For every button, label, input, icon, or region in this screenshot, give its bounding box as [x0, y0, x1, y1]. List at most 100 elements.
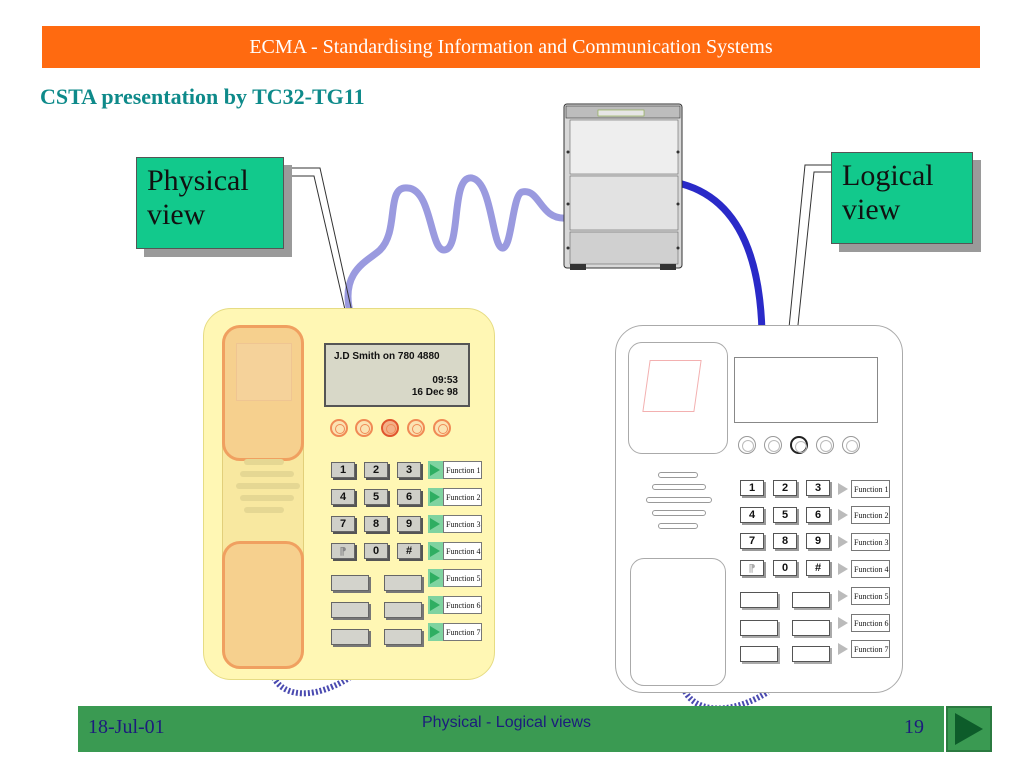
function-key-6[interactable]: Function 6	[836, 614, 890, 632]
function-key-label: Function 4	[443, 542, 482, 560]
blank-key[interactable]	[331, 629, 369, 645]
key-star[interactable]: ⁋	[331, 543, 355, 559]
lcd-display: J.D Smith on 780 4880 09:53 16 Dec 98	[324, 343, 470, 407]
soft-button[interactable]	[816, 436, 834, 454]
triangle-icon	[838, 509, 848, 521]
key-2[interactable]: 2	[364, 462, 388, 478]
function-key-3[interactable]: Function 3	[836, 533, 890, 551]
blank-key[interactable]	[331, 602, 369, 618]
function-key-7[interactable]: Function 7	[428, 623, 482, 641]
key-3[interactable]: 3	[806, 480, 830, 496]
key-1[interactable]: 1	[331, 462, 355, 478]
blank-key[interactable]	[740, 646, 778, 662]
function-key-2[interactable]: Function 2	[836, 506, 890, 524]
key-9[interactable]: 9	[806, 533, 830, 549]
speaker-grille	[240, 471, 294, 477]
function-key-7[interactable]: Function 7	[836, 640, 890, 658]
function-key-label: Function 2	[851, 506, 890, 524]
function-key-1[interactable]: Function 1	[836, 480, 890, 498]
key-8[interactable]: 8	[364, 516, 388, 532]
soft-button[interactable]	[764, 436, 782, 454]
key-star[interactable]: ⁋	[740, 560, 764, 576]
triangle-icon	[838, 536, 848, 548]
blank-key[interactable]	[792, 592, 830, 608]
presentation-subtitle: CSTA presentation by TC32-TG11	[40, 84, 365, 109]
key-1[interactable]: 1	[740, 480, 764, 496]
function-key-label: Function 4	[851, 560, 890, 578]
speaker-grille	[244, 507, 284, 513]
function-key-label: Function 3	[443, 515, 482, 533]
key-6[interactable]: 6	[806, 507, 830, 523]
function-key-label: Function 5	[443, 569, 482, 587]
display-time: 09:53	[432, 375, 458, 386]
blank-key[interactable]	[384, 602, 422, 618]
handset-mouthpiece	[222, 541, 304, 669]
function-key-3[interactable]: Function 3	[428, 515, 482, 533]
function-key-4[interactable]: Function 4	[836, 560, 890, 578]
key-8[interactable]: 8	[773, 533, 797, 549]
triangle-icon	[838, 483, 848, 495]
key-0[interactable]: 0	[364, 543, 388, 559]
key-2[interactable]: 2	[773, 480, 797, 496]
function-key-5[interactable]: Function 5	[836, 587, 890, 605]
callout-line-2: view	[147, 198, 206, 231]
function-key-label: Function 3	[851, 533, 890, 551]
blank-key[interactable]	[384, 575, 422, 591]
soft-button[interactable]	[407, 419, 425, 437]
key-7[interactable]: 7	[740, 533, 764, 549]
physical-phone: J.D Smith on 780 4880 09:53 16 Dec 98 1 …	[203, 308, 495, 680]
blank-key[interactable]	[740, 592, 778, 608]
key-5[interactable]: 5	[773, 507, 797, 523]
next-slide-icon	[955, 713, 983, 745]
blank-key[interactable]	[792, 620, 830, 636]
key-4[interactable]: 4	[331, 489, 355, 505]
display-caller: J.D Smith on 780 4880	[334, 351, 440, 362]
page-number: 19	[904, 716, 924, 738]
function-key-5[interactable]: Function 5	[428, 569, 482, 587]
soft-button[interactable]	[738, 436, 756, 454]
key-3[interactable]: 3	[397, 462, 421, 478]
logical-coiled-cord	[678, 667, 770, 712]
navigation-button[interactable]	[790, 436, 808, 454]
key-5[interactable]: 5	[364, 489, 388, 505]
triangle-icon	[430, 464, 440, 476]
physical-cable	[344, 174, 570, 316]
blank-key[interactable]	[740, 620, 778, 636]
key-4[interactable]: 4	[740, 507, 764, 523]
function-key-label: Function 7	[851, 640, 890, 658]
next-slide-button[interactable]	[946, 706, 992, 752]
key-7[interactable]: 7	[331, 516, 355, 532]
function-key-4[interactable]: Function 4	[428, 542, 482, 560]
soft-button[interactable]	[355, 419, 373, 437]
function-key-2[interactable]: Function 2	[428, 488, 482, 506]
blank-key[interactable]	[792, 646, 830, 662]
function-key-label: Function 2	[443, 488, 482, 506]
navigation-button[interactable]	[381, 419, 399, 437]
triangle-icon	[430, 626, 440, 638]
blank-key[interactable]	[331, 575, 369, 591]
triangle-icon	[838, 590, 848, 602]
soft-button[interactable]	[330, 419, 348, 437]
key-9[interactable]: 9	[397, 516, 421, 532]
speaker-grille	[652, 484, 706, 490]
handset-mouthpiece	[630, 558, 726, 686]
function-key-label: Function 1	[851, 480, 890, 498]
blank-key[interactable]	[384, 629, 422, 645]
function-key-6[interactable]: Function 6	[428, 596, 482, 614]
function-key-label: Function 1	[443, 461, 482, 479]
function-key-label: Function 7	[443, 623, 482, 641]
key-0[interactable]: 0	[773, 560, 797, 576]
soft-button[interactable]	[842, 436, 860, 454]
soft-button[interactable]	[433, 419, 451, 437]
speaker-grille	[240, 495, 294, 501]
banner-title: ECMA - Standardising Information and Com…	[249, 35, 773, 58]
key-hash[interactable]: #	[806, 560, 830, 576]
callout-line-1: Logical	[842, 159, 934, 192]
key-6[interactable]: 6	[397, 489, 421, 505]
triangle-icon	[430, 572, 440, 584]
display-date: 16 Dec 98	[411, 387, 458, 398]
key-hash[interactable]: #	[397, 543, 421, 559]
speaker-grille	[236, 483, 300, 489]
function-key-1[interactable]: Function 1	[428, 461, 482, 479]
